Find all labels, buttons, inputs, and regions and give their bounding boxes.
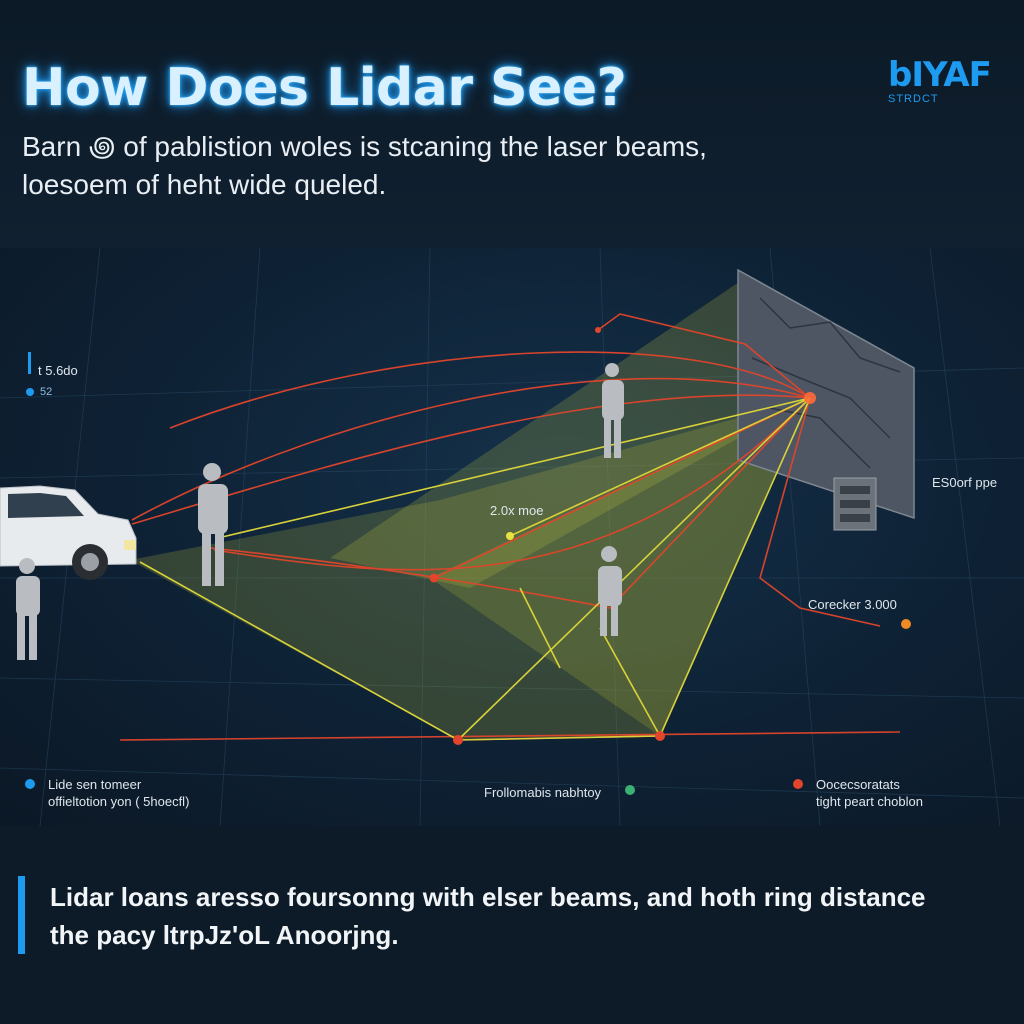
label-bottom-right: Oocecsoratats tight peart choblon	[816, 776, 923, 810]
wall-panel-icon	[737, 268, 915, 520]
label-top-left-badge: 52	[40, 386, 53, 398]
label-bottom-right-line-1: Oocecsoratats	[816, 777, 900, 792]
sensor-box-icon	[833, 477, 877, 531]
marker-bar	[28, 352, 31, 374]
brand-logo: bIYAF STRDCT	[888, 58, 1006, 108]
person-icon	[16, 363, 624, 660]
car-icon	[0, 485, 137, 580]
footer-accent-bar	[18, 876, 25, 954]
marker-dot-blue	[26, 388, 34, 396]
footer-line-1: Lidar loans aresso foursonng with elser …	[50, 882, 926, 912]
marker-dot-legend-red	[793, 779, 803, 789]
logo-main-text: bIYAF	[888, 55, 992, 95]
label-bottom-left-line-2: offieltotion yon ( 5hoecfl)	[48, 794, 190, 809]
marker-dot-legend-blue	[25, 779, 35, 789]
label-top-left: t 5.6do	[38, 363, 78, 378]
label-bottom-left-line-1: Lide sen tomeer	[48, 777, 142, 792]
lidar-scene: t 5.6do 52 2.0x moe ES0orf ppe Corecker …	[0, 248, 1024, 826]
footer-caption: Lidar loans aresso foursonng with elser …	[50, 878, 1000, 954]
label-bottom-left: Lide sen tomeer offieltotion yon ( 5hoec…	[48, 776, 189, 810]
laser-cone	[130, 278, 810, 740]
footer: Lidar loans aresso foursonng with elser …	[0, 826, 1024, 1024]
page-title: How Does Lidar See?	[22, 58, 627, 118]
marker-dot-orange	[901, 619, 911, 629]
marker-dot-legend-green	[625, 785, 635, 795]
label-bottom-center: Frollomabis nabhtoy	[484, 785, 602, 800]
footer-line-2: the pacy ltrpJz'oL Anoorjng.	[50, 920, 399, 950]
label-bottom-right-line-2: tight peart choblon	[816, 794, 923, 809]
label-right-mid: Corecker 3.000	[808, 597, 897, 612]
scene-graphic	[0, 248, 1024, 826]
subtitle-line-2: loesoem of heht wide queled.	[22, 169, 387, 200]
label-center: 2.0x moe	[490, 503, 544, 518]
label-right-top: ES0orf ppe	[932, 475, 998, 490]
hit-points	[429, 327, 816, 745]
subtitle-line-1: Barn ꩜ of pablistion woles is stcaning t…	[22, 131, 707, 162]
logo-sub-text: STRDCT	[888, 93, 939, 105]
subtitle: Barn ꩜ of pablistion woles is stcaning t…	[22, 128, 782, 204]
header: How Does Lidar See? Barn ꩜ of pablistion…	[0, 0, 1024, 248]
yellow-laser-beams	[139, 397, 811, 741]
